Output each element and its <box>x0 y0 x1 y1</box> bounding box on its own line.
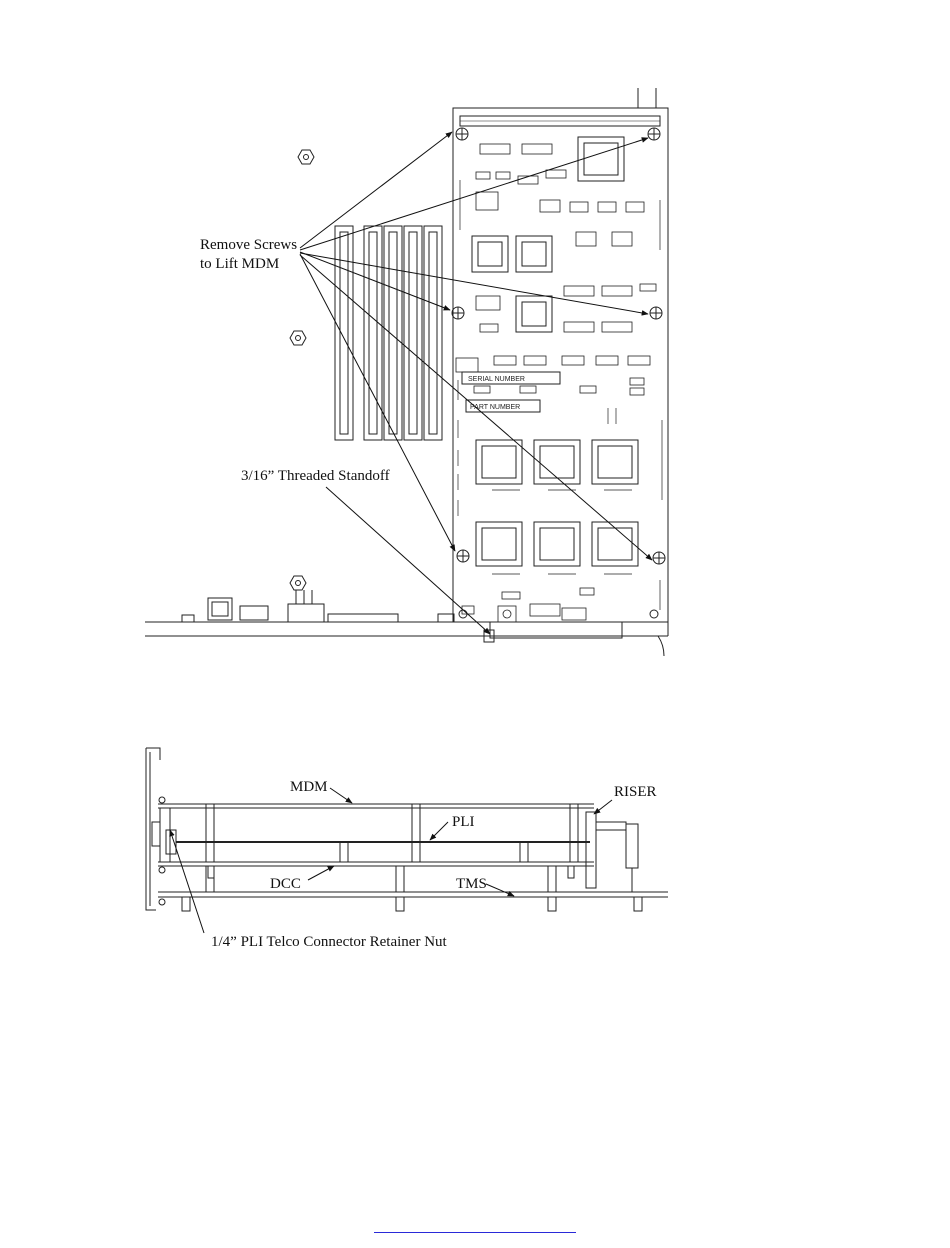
mdm-layer <box>158 804 594 808</box>
chassis-base-plate <box>145 622 668 656</box>
screw-mid-left <box>452 307 464 319</box>
screw-top-right <box>648 128 660 140</box>
remove-screws-label-line1: Remove Screws <box>200 237 297 253</box>
standoff-bottom-right <box>650 610 658 618</box>
label-dcc: DCC <box>270 876 301 892</box>
chassis-right-wall <box>638 88 656 108</box>
label-mdm: MDM <box>290 779 328 795</box>
hex-nut-3 <box>290 576 306 590</box>
screw-bottom-right <box>653 552 665 564</box>
tms-layer <box>158 892 668 897</box>
hex-nut-2 <box>290 331 306 345</box>
side-bracket <box>146 748 160 910</box>
part-number-label: PART NUMBER <box>470 404 520 411</box>
left-connector <box>152 797 176 905</box>
side-figure <box>146 748 668 933</box>
riser <box>586 812 638 892</box>
footer-link-underline[interactable] <box>374 1232 576 1233</box>
serial-number-label: SERIAL NUMBER <box>468 376 525 383</box>
mdm-large-chips <box>472 137 638 566</box>
label-retainer-nut: 1/4” PLI Telco Connector Retainer Nut <box>211 934 448 950</box>
mdm-small-chips <box>456 144 656 622</box>
side-standoffs <box>160 804 642 911</box>
top-figure: SERIAL NUMBER PART NUMBER <box>145 88 668 656</box>
label-tms: TMS <box>456 876 487 892</box>
screw-top-left <box>456 128 468 140</box>
standoff-arrow <box>326 487 490 634</box>
hex-nut-1 <box>298 150 314 164</box>
label-pli: PLI <box>452 814 475 830</box>
screw-mid-right <box>650 307 662 319</box>
memory-slots <box>335 226 442 440</box>
side-label-arrows <box>170 788 612 933</box>
threaded-standoff-label: 3/16” Threaded Standoff <box>241 468 390 484</box>
screw-bottom-left <box>457 550 469 562</box>
label-riser: RISER <box>614 784 657 800</box>
remove-screws-label-line2: to Lift MDM <box>200 256 279 272</box>
dcc-layer <box>158 862 594 866</box>
